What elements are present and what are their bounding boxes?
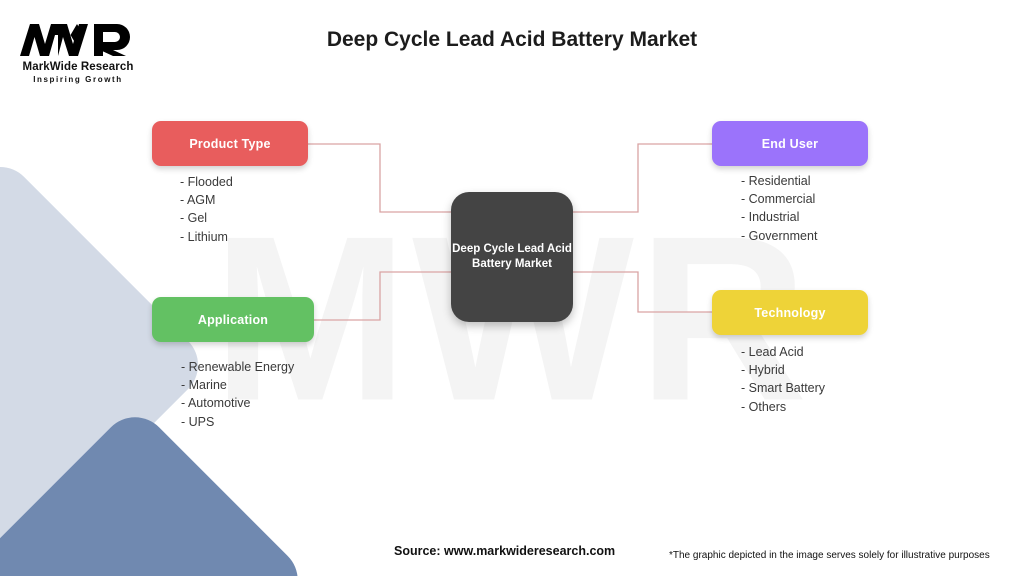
category-list-application: - Renewable Energy - Marine - Automotive…: [181, 358, 294, 431]
category-list-product-type: - Flooded - AGM - Gel - Lithium: [180, 173, 233, 246]
category-box-end-user[interactable]: End User: [712, 121, 868, 166]
category-label-end-user: End User: [761, 136, 819, 151]
connector-end-user: [569, 143, 712, 213]
brand-logo: MarkWide Research Inspiring Growth: [12, 20, 144, 84]
category-box-application[interactable]: Application: [152, 297, 314, 342]
list-item: - Government: [741, 228, 818, 243]
logo-tagline: Inspiring Growth: [33, 75, 123, 84]
list-item: - Smart Battery: [741, 381, 826, 396]
list-item: - AGM: [180, 193, 216, 208]
list-item: - Flooded: [180, 175, 233, 189]
list-item: - UPS: [181, 414, 215, 429]
list-item: - Renewable Energy: [181, 360, 295, 374]
footer-source: Source: www.markwideresearch.com: [394, 544, 616, 558]
list-item: - Industrial: [741, 210, 800, 225]
logo-company-name: MarkWide Research: [22, 61, 134, 73]
center-node-line2: Battery Market: [472, 258, 552, 270]
page-title: Deep Cycle Lead Acid Battery Market: [326, 28, 698, 51]
connector-application: [314, 271, 455, 321]
connector-product-type: [308, 143, 455, 213]
list-item: - Others: [741, 399, 787, 414]
category-list-technology: - Lead Acid - Hybrid - Smart Battery - O…: [741, 343, 825, 416]
list-item: - Marine: [181, 378, 227, 393]
footer-disclaimer: *The graphic depicted in the image serve…: [669, 550, 990, 561]
category-box-product-type[interactable]: Product Type: [152, 121, 308, 166]
list-item: - Automotive: [181, 396, 251, 411]
connector-technology: [569, 271, 712, 313]
center-node-line1: Deep Cycle Lead Acid: [452, 243, 572, 255]
category-label-application: Application: [197, 312, 269, 327]
category-label-technology: Technology: [754, 305, 826, 320]
center-node[interactable]: Deep Cycle Lead Acid Battery Market: [451, 192, 573, 322]
list-item: - Residential: [741, 174, 811, 188]
list-item: - Commercial: [741, 192, 816, 207]
list-item: - Lithium: [180, 229, 228, 244]
category-label-product-type: Product Type: [189, 136, 271, 151]
list-item: - Gel: [180, 211, 208, 226]
category-box-technology[interactable]: Technology: [712, 290, 868, 335]
mwr-logo-icon: [20, 24, 130, 56]
category-list-end-user: - Residential - Commercial - Industrial …: [741, 172, 817, 245]
list-item: - Lead Acid: [741, 345, 804, 359]
list-item: - Hybrid: [741, 363, 785, 378]
